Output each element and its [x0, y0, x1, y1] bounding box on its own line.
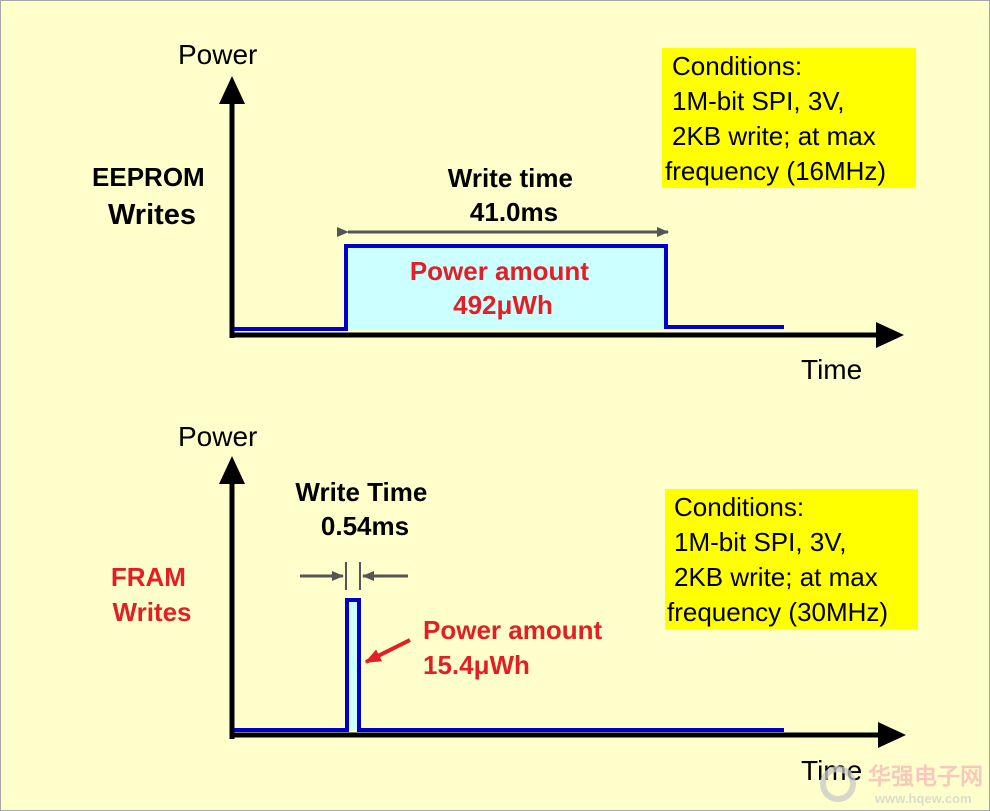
eeprom-power-pulse	[346, 246, 666, 330]
watermark-logo-icon	[820, 766, 856, 802]
eeprom-x-axis-label: Time	[801, 354, 862, 385]
site-watermark: 华强电子网 www.hqew.com	[820, 763, 983, 806]
watermark-site-url: www.hqew.com	[874, 791, 972, 806]
fram-y-axis-label: Power	[178, 421, 257, 452]
eeprom-power-amount: Power amount 492μWh	[410, 256, 596, 320]
eeprom-write-time-text: Write time 41.0ms	[448, 163, 580, 227]
fram-panel: Power Time FRAM Writes Write Time 0.54ms…	[111, 421, 918, 786]
eeprom-panel: Power Time EEPROM Writes Write time 41.0…	[92, 39, 916, 385]
fram-power-callout-arrow	[364, 638, 411, 664]
fram-power-amount: Power amount 15.4μWh	[423, 615, 609, 680]
fram-write-time-text: Write Time 0.54ms	[295, 477, 434, 541]
eeprom-conditions-box	[662, 48, 916, 188]
eeprom-y-axis-label: Power	[178, 39, 257, 70]
eeprom-conditions-text: Conditions: 1M-bit SPI, 3V, 2KB write; a…	[665, 51, 886, 186]
fram-device-label: FRAM Writes	[111, 562, 193, 627]
fram-power-pulse	[347, 600, 359, 730]
eeprom-y-axis-arrowhead	[219, 76, 245, 104]
fram-y-axis-arrowhead	[219, 456, 245, 484]
fram-conditions-box	[665, 489, 918, 629]
eeprom-x-axis-arrowhead	[876, 322, 904, 348]
watermark-site-name: 华强电子网	[868, 763, 983, 790]
fram-power-trace	[234, 598, 784, 732]
fram-x-axis-arrowhead	[878, 722, 906, 748]
eeprom-device-label: EEPROM Writes	[92, 162, 212, 231]
eeprom-power-trace	[234, 244, 784, 331]
fram-conditions-text: Conditions: 1M-bit SPI, 3V, 2KB write; a…	[667, 492, 888, 627]
